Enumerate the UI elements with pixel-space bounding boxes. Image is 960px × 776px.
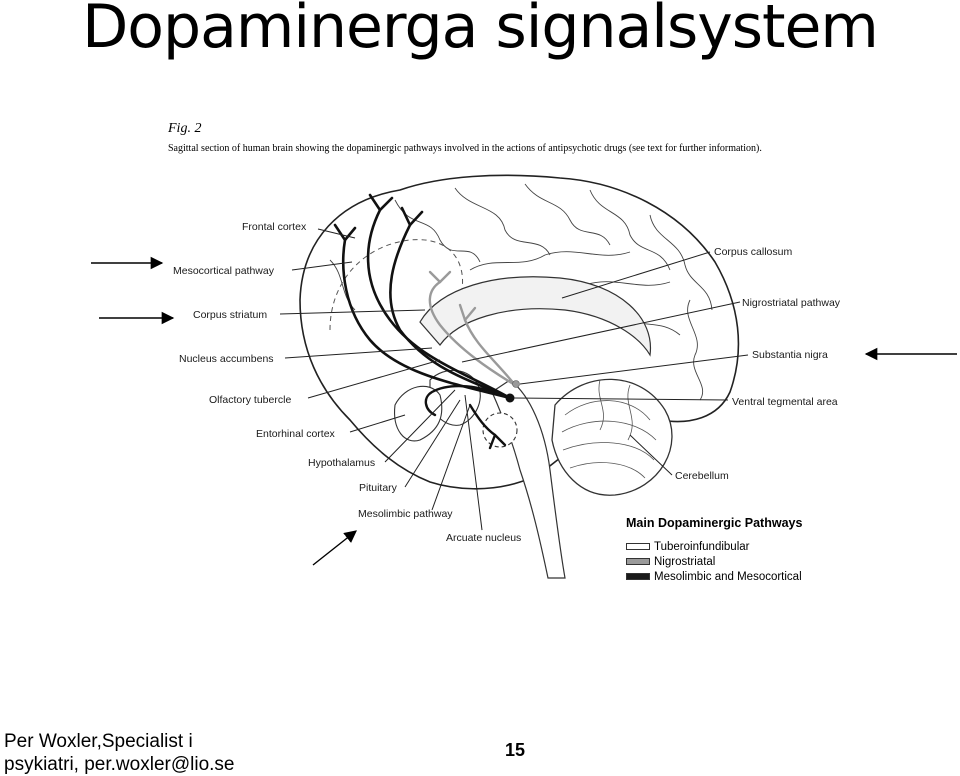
pituitary-shape xyxy=(482,412,518,448)
author-line-2: psykiatri, per.woxler@lio.se xyxy=(4,754,235,775)
legend-swatch-mesolimbic-mesocortical xyxy=(626,573,650,580)
label-substantia-nigra: Substantia nigra xyxy=(752,349,828,361)
label-mesocortical-pathway: Mesocortical pathway xyxy=(173,265,275,277)
label-frontal-cortex: Frontal cortex xyxy=(242,221,307,233)
corpus-callosum-shape xyxy=(419,276,652,357)
label-olfactory-tubercle: Olfactory tubercle xyxy=(209,394,291,406)
figure-caption: Sagittal section of human brain showing … xyxy=(168,143,762,154)
legend-swatch-tuberoinfundibular xyxy=(626,543,650,550)
label-hypothalamus: Hypothalamus xyxy=(308,457,375,469)
legend-swatch-nigrostriatal xyxy=(626,558,650,565)
sn-dot xyxy=(512,380,520,388)
legend-title: Main Dopaminergic Pathways xyxy=(626,516,803,530)
legend-item: Tuberoinfundibular xyxy=(626,539,866,554)
cerebellum-shape xyxy=(551,378,673,496)
figure-label: Fig. 2 xyxy=(168,121,202,136)
label-entorhinal-cortex: Entorhinal cortex xyxy=(256,428,336,440)
mesolimbic-pathway-lines xyxy=(424,384,512,450)
temporal-lobe xyxy=(394,385,443,442)
legend-item: Mesolimbic and Mesocortical xyxy=(626,569,866,584)
legend-label: Mesolimbic and Mesocortical xyxy=(654,570,802,583)
legend-item: Nigrostriatal xyxy=(626,554,866,569)
legend-label: Nigrostriatal xyxy=(654,555,716,568)
legend-label: Tuberoinfundibular xyxy=(654,540,750,553)
page-number: 15 xyxy=(504,740,526,760)
footer-author: Per Woxler,Specialist i psykiatri, per.w… xyxy=(4,730,304,776)
author-line-1: Per Woxler,Specialist i xyxy=(4,731,193,752)
leader-lines xyxy=(279,228,749,531)
label-cerebellum: Cerebellum xyxy=(675,470,729,482)
legend: Main Dopaminergic Pathways Tuberoinfundi… xyxy=(626,516,866,584)
label-corpus-callosum: Corpus callosum xyxy=(714,246,792,258)
label-pituitary: Pituitary xyxy=(359,482,398,494)
label-corpus-striatum: Corpus striatum xyxy=(193,309,267,321)
label-nigrostriatal-pathway: Nigrostriatal pathway xyxy=(742,297,841,309)
label-arcuate-nucleus: Arcuate nucleus xyxy=(446,532,521,544)
arrow-mesolimbic xyxy=(312,530,357,566)
slide-title: Dopaminerga signalsystem xyxy=(82,0,879,62)
nigrostriatal-pathway-lines xyxy=(428,270,517,387)
label-ventral-tegmental-area: Ventral tegmental area xyxy=(732,396,838,408)
label-nucleus-accumbens: Nucleus accumbens xyxy=(179,353,274,365)
vta-dot xyxy=(505,393,515,403)
striatum-outline xyxy=(329,239,464,331)
label-mesolimbic-pathway: Mesolimbic pathway xyxy=(358,508,453,520)
